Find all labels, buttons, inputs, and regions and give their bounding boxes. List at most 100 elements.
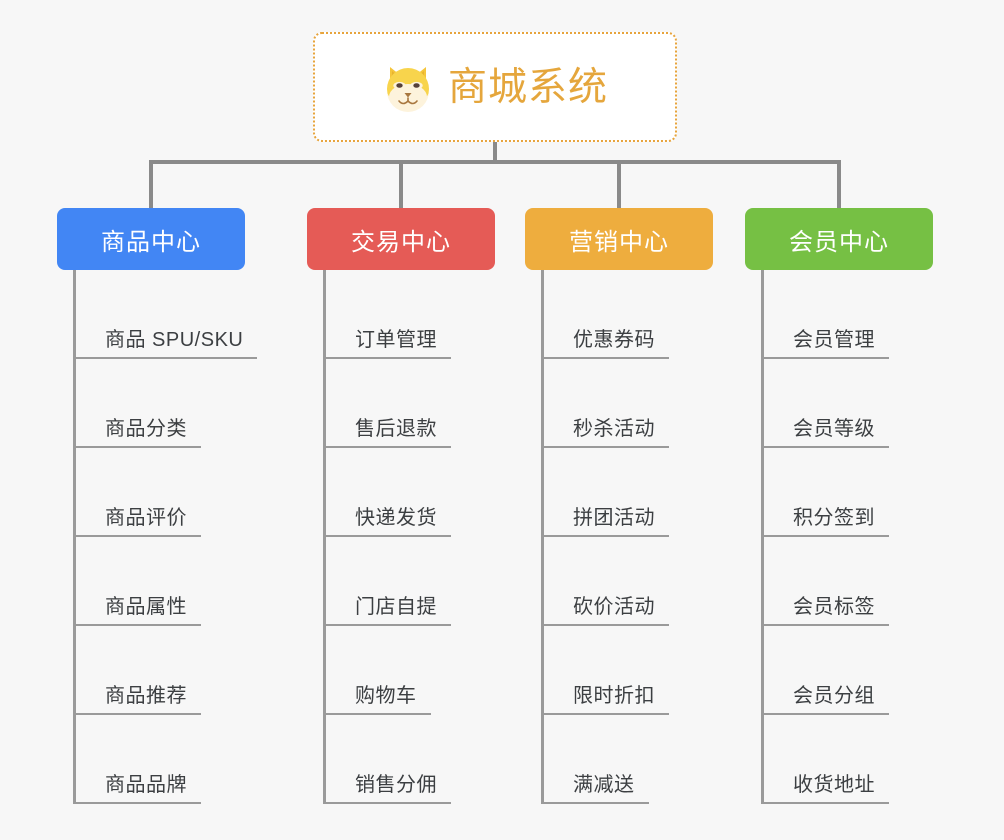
list-item[interactable]: 商品属性 <box>73 537 245 626</box>
leaf-label: 销售分佣 <box>323 775 451 804</box>
leaf-list-product-center: 商品 SPU/SKU 商品分类 商品评价 商品属性 商品推荐 商品品牌 <box>73 270 258 804</box>
column-product-center: 商品中心 商品 SPU/SKU 商品分类 商品评价 商品属性 商品推荐 商品品牌 <box>57 208 258 804</box>
list-item[interactable]: 商品推荐 <box>73 626 245 715</box>
list-item[interactable]: 商品品牌 <box>73 715 245 804</box>
leaf-spine <box>323 270 326 804</box>
leaf-label: 商品 SPU/SKU <box>73 330 258 359</box>
leaf-label: 订单管理 <box>323 330 451 359</box>
leaf-underline <box>73 624 201 626</box>
connector-root-stub <box>493 142 497 163</box>
leaf-underline <box>761 446 889 448</box>
leaf-list-trade-center: 订单管理 售后退款 快递发货 门店自提 购物车 销售分佣 <box>323 270 495 804</box>
leaf-underline <box>541 535 669 537</box>
leaf-label: 快递发货 <box>323 508 451 537</box>
leaf-spine <box>761 270 764 804</box>
list-item[interactable]: 会员标签 <box>761 537 933 626</box>
leaf-underline <box>73 802 201 804</box>
connector-drop-3 <box>617 160 621 208</box>
list-item[interactable]: 会员管理 <box>761 270 933 359</box>
column-member-center: 会员中心 会员管理 会员等级 积分签到 会员标签 会员分组 收货地址 <box>745 208 933 804</box>
leaf-underline <box>323 357 451 359</box>
leaf-label: 购物车 <box>323 686 431 715</box>
leaf-label: 拼团活动 <box>541 508 669 537</box>
connector-drop-4 <box>837 160 841 208</box>
list-item[interactable]: 会员等级 <box>761 359 933 448</box>
list-item[interactable]: 快递发货 <box>323 448 495 537</box>
connector-horizontal-bus <box>149 160 841 164</box>
leaf-underline <box>323 802 451 804</box>
leaf-underline <box>323 624 451 626</box>
leaf-label: 商品推荐 <box>73 686 201 715</box>
leaf-spine <box>73 270 76 804</box>
leaf-underline <box>761 802 889 804</box>
leaf-underline <box>761 357 889 359</box>
leaf-label: 限时折扣 <box>541 686 669 715</box>
category-label: 会员中心 <box>789 228 889 256</box>
leaf-underline <box>761 535 889 537</box>
leaf-spine <box>541 270 544 804</box>
list-item[interactable]: 门店自提 <box>323 537 495 626</box>
list-item[interactable]: 秒杀活动 <box>541 359 713 448</box>
root-title: 商城系统 <box>447 65 608 109</box>
leaf-label: 售后退款 <box>323 419 451 448</box>
leaf-underline <box>73 446 201 448</box>
list-item[interactable]: 商品分类 <box>73 359 245 448</box>
column-marketing-center: 营销中心 优惠券码 秒杀活动 拼团活动 砍价活动 限时折扣 满减送 <box>525 208 713 804</box>
leaf-label: 会员分组 <box>761 686 889 715</box>
category-label: 交易中心 <box>351 228 451 256</box>
leaf-underline <box>323 535 451 537</box>
category-label: 商品中心 <box>101 228 201 256</box>
leaf-label: 会员等级 <box>761 419 889 448</box>
leaf-label: 会员管理 <box>761 330 889 359</box>
leaf-label: 商品品牌 <box>73 775 201 804</box>
leaf-label: 砍价活动 <box>541 597 669 626</box>
leaf-underline <box>541 446 669 448</box>
list-item[interactable]: 拼团活动 <box>541 448 713 537</box>
list-item[interactable]: 满减送 <box>541 715 713 804</box>
leaf-underline <box>73 535 201 537</box>
leaf-underline <box>541 802 649 804</box>
connector-drop-1 <box>149 160 153 208</box>
leaf-list-member-center: 会员管理 会员等级 积分签到 会员标签 会员分组 收货地址 <box>761 270 933 804</box>
category-box-product-center[interactable]: 商品中心 <box>57 208 245 270</box>
list-item[interactable]: 积分签到 <box>761 448 933 537</box>
leaf-underline <box>761 713 889 715</box>
leaf-underline <box>323 446 451 448</box>
leaf-underline <box>323 713 431 715</box>
list-item[interactable]: 购物车 <box>323 626 495 715</box>
list-item[interactable]: 商品 SPU/SKU <box>73 270 258 359</box>
leaf-underline <box>73 357 258 359</box>
dog-face-icon <box>382 61 434 113</box>
list-item[interactable]: 会员分组 <box>761 626 933 715</box>
leaf-label: 秒杀活动 <box>541 419 669 448</box>
category-box-trade-center[interactable]: 交易中心 <box>307 208 495 270</box>
leaf-label: 优惠券码 <box>541 330 669 359</box>
leaf-label: 会员标签 <box>761 597 889 626</box>
category-box-member-center[interactable]: 会员中心 <box>745 208 933 270</box>
list-item[interactable]: 售后退款 <box>323 359 495 448</box>
list-item[interactable]: 订单管理 <box>323 270 495 359</box>
leaf-label: 商品分类 <box>73 419 201 448</box>
connector-drop-2 <box>399 160 403 208</box>
list-item[interactable]: 砍价活动 <box>541 537 713 626</box>
list-item[interactable]: 限时折扣 <box>541 626 713 715</box>
column-trade-center: 交易中心 订单管理 售后退款 快递发货 门店自提 购物车 销售分佣 <box>307 208 495 804</box>
leaf-underline <box>761 624 889 626</box>
leaf-label: 门店自提 <box>323 597 451 626</box>
leaf-label: 积分签到 <box>761 508 889 537</box>
list-item[interactable]: 销售分佣 <box>323 715 495 804</box>
root-node[interactable]: 商城系统 <box>313 32 677 142</box>
leaf-label: 收货地址 <box>761 775 889 804</box>
list-item[interactable]: 优惠券码 <box>541 270 713 359</box>
leaf-underline <box>541 357 669 359</box>
leaf-underline <box>541 713 669 715</box>
list-item[interactable]: 收货地址 <box>761 715 933 804</box>
leaf-label: 满减送 <box>541 775 649 804</box>
leaf-label: 商品属性 <box>73 597 201 626</box>
leaf-underline <box>73 713 201 715</box>
leaf-underline <box>541 624 669 626</box>
list-item[interactable]: 商品评价 <box>73 448 245 537</box>
category-box-marketing-center[interactable]: 营销中心 <box>525 208 713 270</box>
category-label: 营销中心 <box>569 228 669 256</box>
